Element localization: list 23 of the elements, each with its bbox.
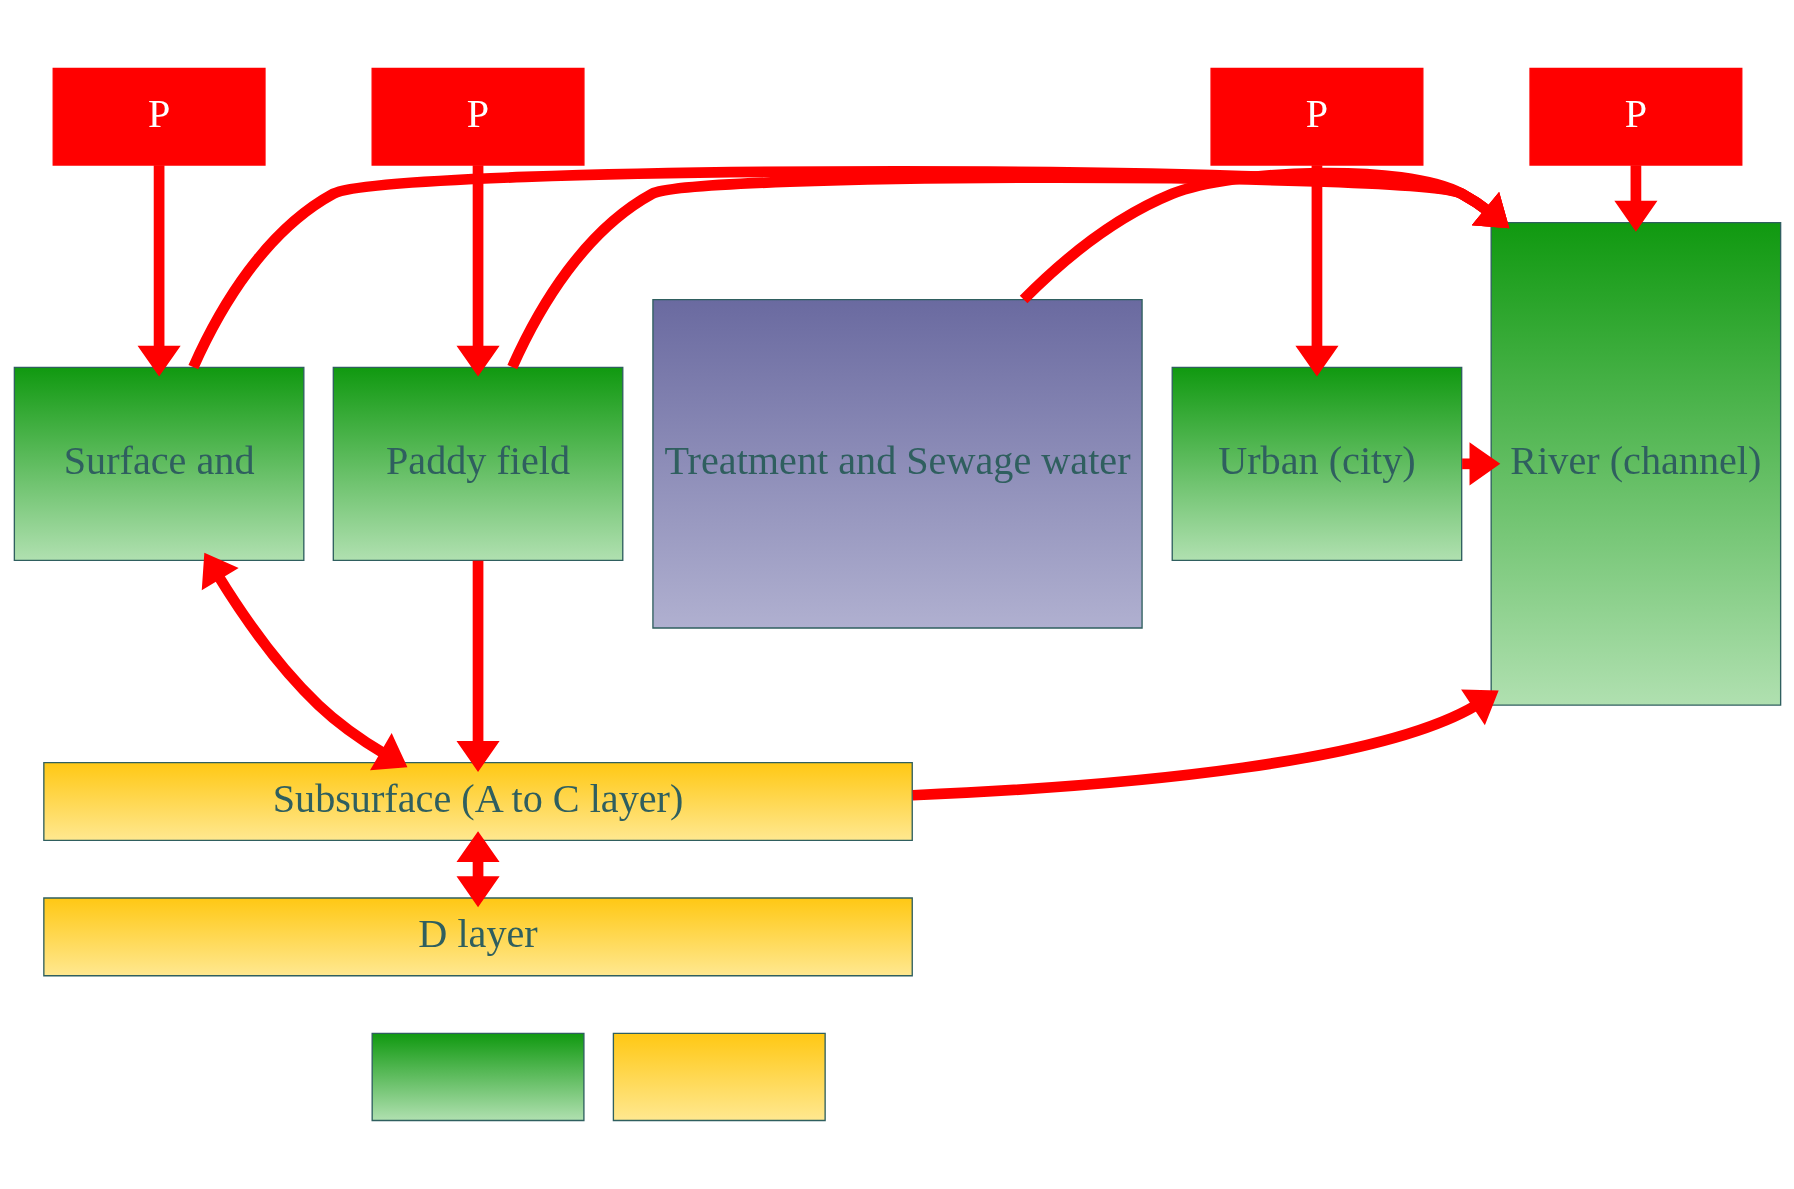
arrow: [201, 552, 407, 771]
arrow: [1613, 165, 1657, 232]
node-box: [612, 1032, 826, 1122]
node-box: P: [52, 67, 266, 166]
arrow: [1294, 165, 1338, 377]
arrow: [137, 165, 181, 377]
node-box: Treatment and Sewage water: [651, 299, 1143, 629]
node-box: P: [371, 67, 585, 166]
node-box: [371, 1032, 585, 1122]
arrow: [912, 689, 1499, 801]
node-box: P: [1209, 67, 1423, 166]
node-box: D layer: [42, 897, 913, 977]
node-box: River (channel): [1490, 221, 1781, 706]
node-box: P: [1528, 67, 1742, 166]
node-box: Paddy field: [332, 366, 623, 561]
node-box: Subsurface (A to C layer): [42, 762, 913, 842]
arrow: [188, 165, 1509, 370]
arrow: [456, 560, 500, 772]
node-box: Urban (city): [1171, 366, 1462, 561]
arrow: [456, 165, 500, 377]
arrow: [1019, 167, 1509, 304]
arrow: [456, 831, 500, 908]
node-box: Surface and: [13, 366, 304, 561]
